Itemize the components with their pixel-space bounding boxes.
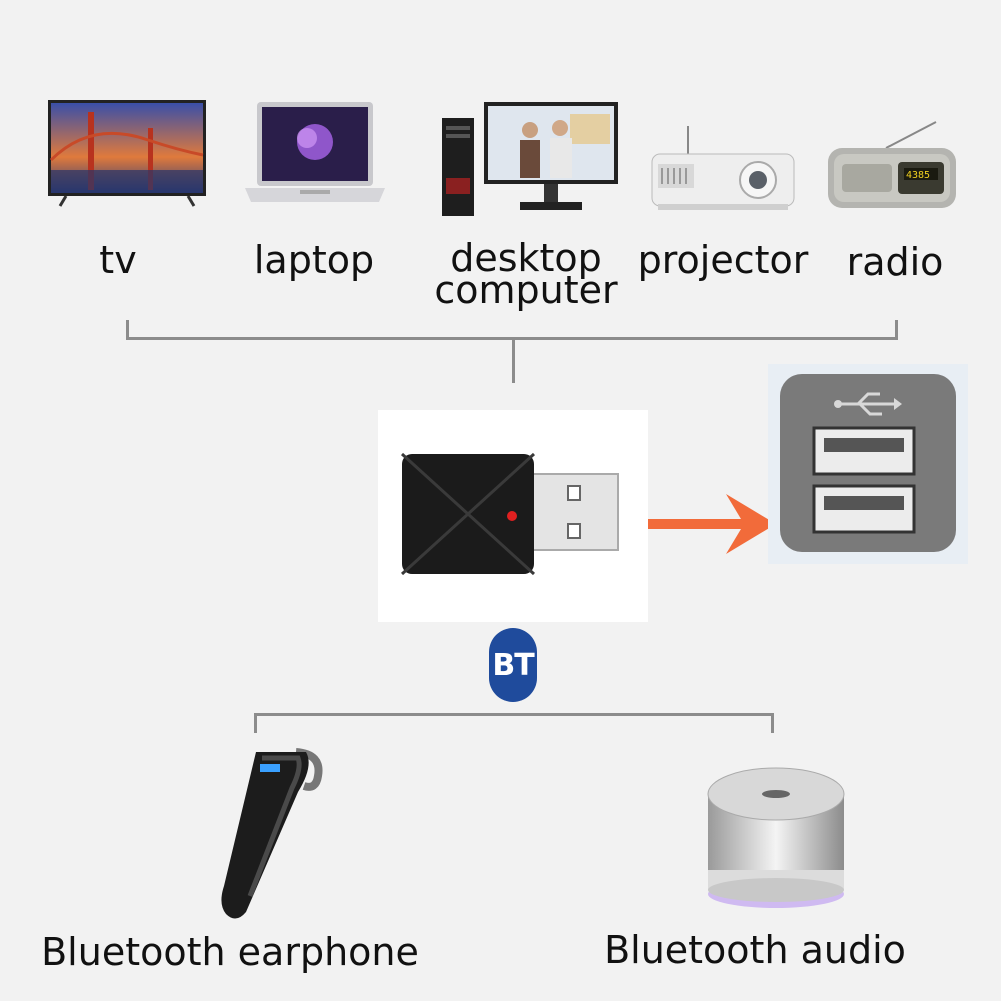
svg-text:4385: 4385: [906, 170, 930, 181]
device-label-laptop: laptop: [253, 238, 375, 282]
output-label-earphone: Bluetooth earphone: [41, 930, 419, 974]
usb-port-icon: [768, 364, 968, 564]
laptop-icon: [245, 102, 385, 214]
top-bracket-right: [895, 320, 898, 340]
arrow-to-usb-port-icon: [648, 492, 778, 556]
device-label-tv: tv: [99, 238, 137, 282]
bluetooth-earphone-icon: [206, 746, 330, 922]
bottom-bracket-horizontal: [254, 713, 774, 716]
device-label-radio: radio: [846, 240, 944, 284]
top-bracket-stem: [512, 337, 515, 383]
projector-icon: [648, 124, 796, 214]
bt-badge-icon: BT: [489, 628, 537, 702]
bottom-bracket-left: [254, 713, 257, 733]
bottom-bracket-right: [771, 713, 774, 733]
device-label-desktop: desktop: [450, 236, 602, 280]
bt-badge-text: BT: [492, 647, 534, 683]
usb-bluetooth-adapter-icon: [378, 410, 648, 622]
desktop-computer-icon: [440, 100, 622, 220]
tv-icon: [48, 100, 206, 210]
output-label-audio: Bluetooth audio: [604, 928, 906, 972]
device-label-projector: projector: [637, 238, 809, 282]
radio-icon: 4385: [826, 118, 960, 212]
bluetooth-speaker-icon: [700, 762, 852, 914]
top-bracket-left: [126, 320, 129, 340]
device-label-computer: computer: [434, 268, 618, 312]
